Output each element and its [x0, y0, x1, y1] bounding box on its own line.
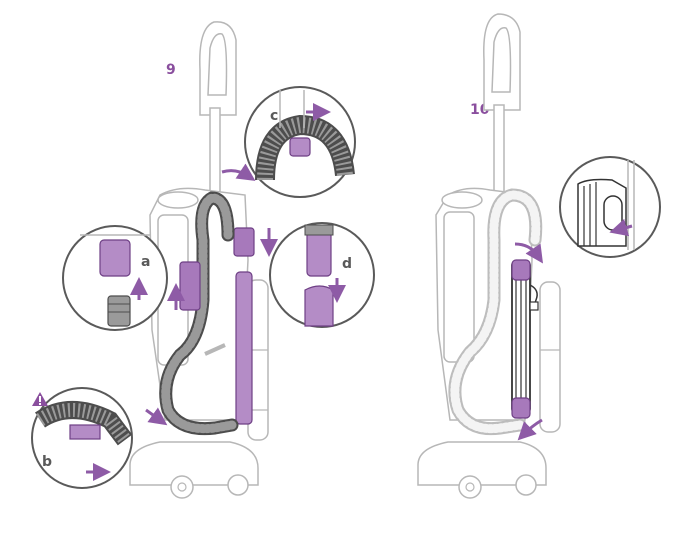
vacuum-base-10 — [417, 441, 547, 486]
extension-tube-10 — [539, 281, 561, 433]
purple-wand-9 — [235, 271, 253, 425]
step-9-illustration: 9 — [31, 21, 375, 499]
hose-connector-9 — [179, 261, 201, 311]
callout-c: c — [244, 86, 356, 198]
callout-letter-b: b — [42, 454, 52, 470]
step-number-9: 9 — [166, 62, 176, 78]
arrow-wand-top-10 — [514, 242, 543, 264]
callout-a: a — [62, 225, 168, 331]
vacuum-handle-10 — [483, 13, 521, 111]
step-10-illustration: 10 — [417, 13, 661, 499]
vacuum-handle-9 — [199, 21, 237, 116]
handle-wand-10 — [493, 104, 505, 201]
arrow-right-top-9 — [221, 163, 256, 181]
arrow-wand-bottom-10 — [517, 418, 543, 441]
callout-b: b — [31, 387, 133, 489]
callout-storage-clip — [559, 156, 661, 258]
callout-letter-c: c — [270, 108, 278, 124]
warning-triangle-icon — [32, 392, 48, 406]
callout-d: d — [269, 222, 375, 328]
callout-letter-d: d — [342, 256, 352, 272]
vacuum-base-9 — [129, 441, 259, 486]
arrow-bottom-9 — [145, 407, 168, 426]
cord-plug-10 — [529, 284, 538, 307]
callout-letter-a: a — [141, 254, 150, 270]
